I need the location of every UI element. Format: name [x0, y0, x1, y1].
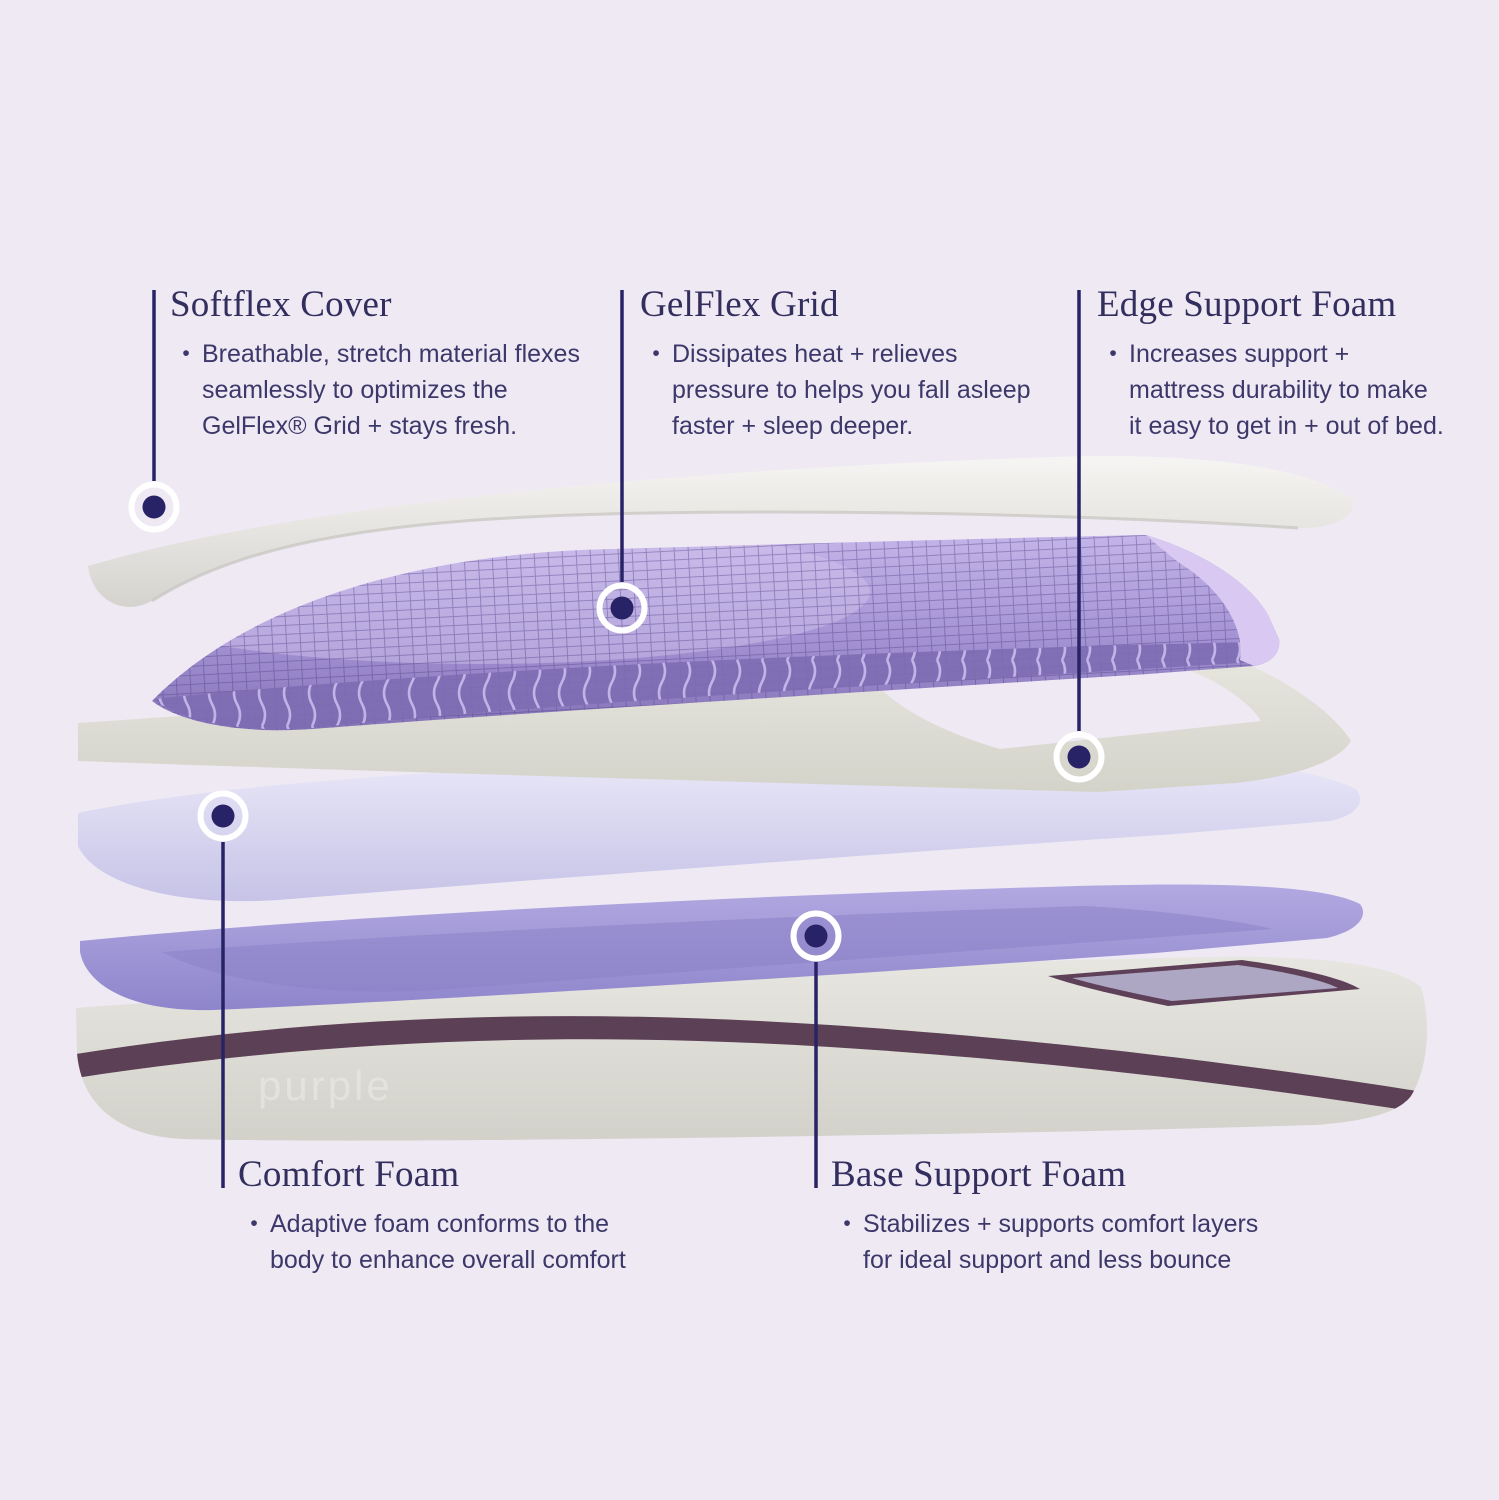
- callout-dots: [128, 481, 1105, 962]
- callout-bullet-text: Adaptive foam conforms to the body to en…: [270, 1210, 626, 1275]
- edge-support-foam-dot: [1053, 731, 1105, 783]
- gelflex-grid-dot: [596, 582, 648, 634]
- callout-bullet-text: Increases support + mattress durability …: [1129, 340, 1444, 441]
- callout-bullet-text: Dissipates heat + relieves pressure to h…: [672, 340, 1031, 441]
- softflex-cover-body: [88, 456, 1354, 607]
- callout-bullet: • Stabilizes + supports comfort layers f…: [831, 1206, 1258, 1278]
- purple-logo-text: purple: [258, 1062, 393, 1109]
- callout-bullet: • Dissipates heat + relieves pressure to…: [640, 336, 1031, 444]
- callout-lines: [152, 290, 1081, 1188]
- callout-title: Base Support Foam: [831, 1154, 1127, 1195]
- callout-bullet: • Adaptive foam conforms to the body to …: [238, 1206, 626, 1278]
- bullet-marker: •: [652, 342, 660, 366]
- base-top-recess: [1072, 965, 1338, 1001]
- bullet-marker: •: [182, 342, 190, 366]
- gelflex-grid-front-texture: [153, 642, 1256, 730]
- base-support-foam-dot: [790, 910, 842, 962]
- callout-bullet-text: Stabilizes + supports comfort layers for…: [863, 1210, 1259, 1275]
- base-support-foam-layer: [80, 884, 1364, 1011]
- callout-bullet-text: Breathable, stretch material flexes seam…: [202, 340, 580, 441]
- softflex-cover-layer: [88, 456, 1354, 607]
- bullet-marker: •: [1109, 342, 1117, 366]
- edge-support-frame-layer: [78, 646, 1351, 792]
- callout-title: Edge Support Foam: [1097, 284, 1397, 325]
- bullet-marker: •: [250, 1212, 258, 1236]
- callout-bullet: • Breathable, stretch material flexes se…: [170, 336, 580, 444]
- base-support-foam-recess: [162, 906, 1272, 992]
- base-cover-layer: purple: [76, 956, 1427, 1141]
- base-wave-stripe: [76, 1016, 1424, 1113]
- gelflex-grid-side-edge: [1146, 535, 1280, 666]
- callout-title: Comfort Foam: [238, 1154, 460, 1195]
- softflex-cover-underside-shade: [151, 510, 1299, 603]
- callout-gelflex-grid: GelFlex Grid • Dissipates heat + relieve…: [640, 284, 1031, 444]
- comfort-foam-layer: [78, 755, 1361, 902]
- callout-title: Softflex Cover: [170, 284, 392, 325]
- softflex-cover-dot: [128, 481, 180, 533]
- bullet-marker: •: [843, 1212, 851, 1236]
- callout-edge-support-foam: Edge Support Foam • Increases support + …: [1097, 284, 1444, 444]
- callout-softflex-cover: Softflex Cover • Breathable, stretch mat…: [170, 284, 580, 444]
- callout-comfort-foam: Comfort Foam • Adaptive foam conforms to…: [238, 1154, 626, 1278]
- callout-bullet: • Increases support + mattress durabilit…: [1097, 336, 1444, 444]
- callout-base-support-foam: Base Support Foam • Stabilizes + support…: [831, 1154, 1258, 1278]
- base-fabric-body: [76, 956, 1427, 1141]
- comfort-foam-dot: [197, 790, 249, 842]
- callout-title: GelFlex Grid: [640, 284, 839, 325]
